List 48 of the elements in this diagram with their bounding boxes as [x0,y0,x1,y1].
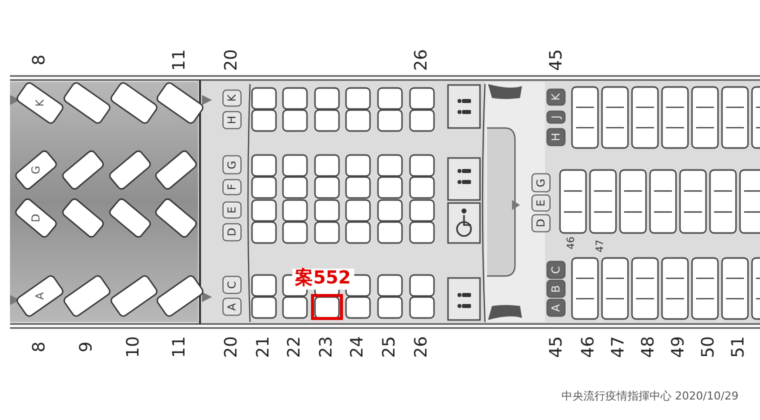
row-number: 45 [548,49,566,71]
seat-letter: D [30,214,42,222]
seat-letter: D [222,222,242,242]
row-number: 48 [640,336,658,358]
row-number: 50 [700,336,718,358]
seat-letter: G [30,166,42,174]
row-number: 25 [382,336,398,358]
row-number: 11 [172,49,188,71]
seat-letter: B [546,280,566,298]
row-number: 51 [730,336,748,358]
case-label: 案552 [292,268,354,290]
row-number: 20 [224,49,240,71]
seat-letter: A [546,299,566,317]
seat-letter: H [222,110,242,130]
row-number: 46 [580,336,598,358]
row-number: 47 [596,240,606,252]
highlight-frame [311,294,343,320]
seat-letter: C [546,261,566,279]
row-number: 22 [286,336,304,358]
row-number: 26 [414,49,430,71]
seat-letter: G [222,156,242,174]
seat-letter: D [532,214,550,232]
seat-letter: K [546,88,566,106]
row-number: 49 [670,336,688,358]
seat-letter: G [532,174,550,192]
row-number: 46 [567,236,577,250]
row-number: 8 [32,54,48,66]
seat-letter: E [222,202,242,218]
row-number: 24 [350,336,366,358]
row-number: 9 [78,342,96,352]
row-number: 23 [318,336,336,358]
row-number: 26 [414,336,430,358]
seat-letter: E [532,194,550,212]
seat-letter: H [546,128,566,146]
source-note: 中央流行疫情指揮中心 2020/10/29 [562,390,738,402]
seat-letter: C [222,276,242,294]
seat-letter: K [34,99,46,107]
seat-letter: A [222,298,242,316]
row-number: 21 [256,336,272,358]
seat-letter: A [34,292,46,300]
seat-letter: K [222,89,242,107]
row-number: 11 [172,336,188,358]
row-number: 8 [32,342,48,352]
row-number: 45 [548,336,566,358]
row-number: 47 [610,336,628,358]
row-number: 10 [126,336,142,358]
seat-letter: F [222,178,242,196]
row-number: 20 [224,336,240,358]
